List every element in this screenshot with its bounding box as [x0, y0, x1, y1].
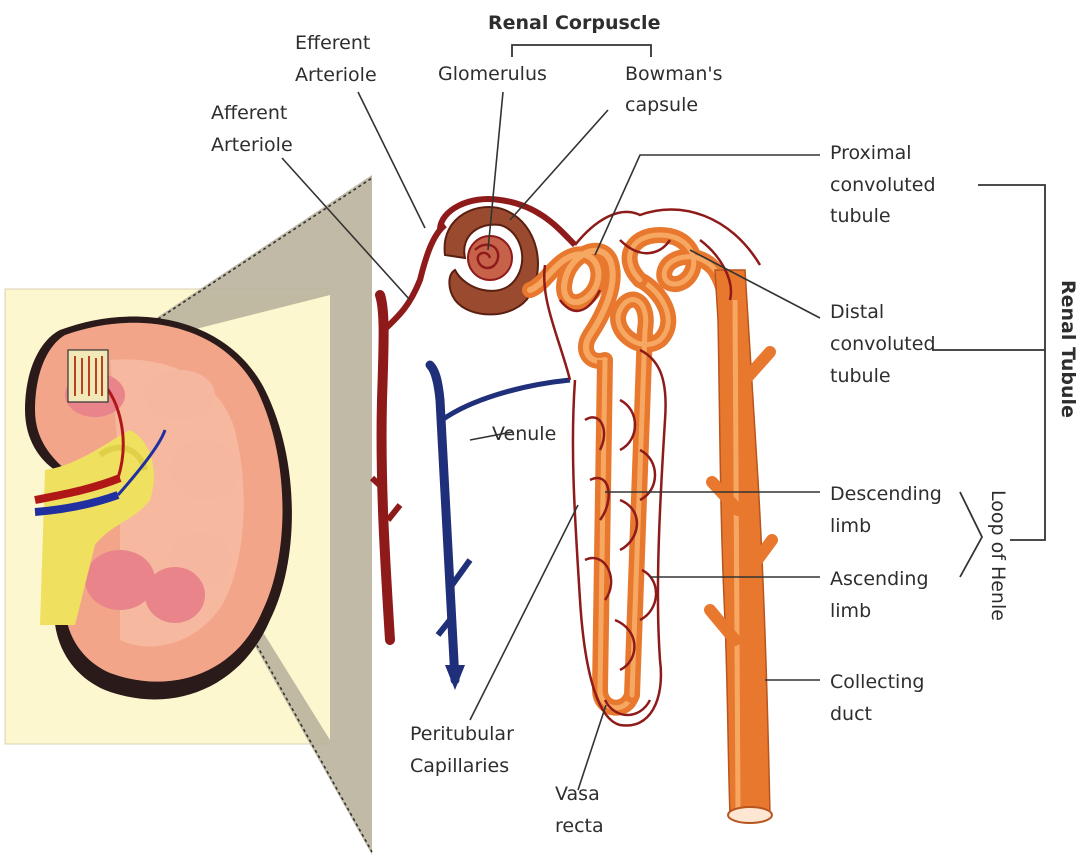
label-distal-3: tubule	[830, 365, 891, 387]
label-peritubular-1: Peritubular	[410, 723, 514, 745]
label-ascending-2: limb	[830, 600, 871, 622]
label-afferent-arteriole-1: Afferent	[211, 102, 287, 124]
label-renal-tubule: Renal Tubule	[1057, 280, 1079, 418]
label-efferent-arteriole-2: Arteriole	[295, 64, 377, 86]
label-descending-2: limb	[830, 515, 871, 537]
brackets	[512, 45, 1045, 577]
label-bowmans-capsule-1: Bowman's	[625, 63, 723, 85]
venule-vessel	[430, 365, 570, 690]
label-vasa-recta-1: Vasa	[555, 783, 600, 805]
renal-corpuscle-graphic	[440, 199, 575, 314]
label-glomerulus: Glomerulus	[438, 63, 547, 85]
label-peritubular-2: Capillaries	[410, 755, 509, 777]
label-proximal-2: convoluted	[830, 174, 936, 196]
renal-corpuscle-bracket	[512, 45, 651, 57]
tubule-system	[530, 235, 728, 708]
label-collecting-duct-1: Collecting	[830, 671, 924, 693]
label-ascending-1: Ascending	[830, 568, 929, 590]
label-descending-1: Descending	[830, 483, 942, 505]
label-renal-corpuscle: Renal Corpuscle	[488, 12, 660, 34]
label-efferent-arteriole-1: Efferent	[295, 32, 370, 54]
label-proximal-1: Proximal	[830, 142, 912, 164]
label-loop-of-henle: Loop of Henle	[987, 490, 1009, 621]
label-distal-2: convoluted	[830, 333, 936, 355]
label-bowmans-capsule-2: capsule	[625, 94, 698, 116]
label-distal-1: Distal	[830, 301, 884, 323]
renal-tubule-bracket	[978, 185, 1045, 540]
label-afferent-arteriole-2: Arteriole	[211, 134, 293, 156]
loop-of-henle-bracket	[960, 492, 982, 577]
kidney-cross-section	[25, 317, 292, 700]
label-venule: Venule	[492, 423, 556, 445]
label-vasa-recta-2: recta	[555, 815, 604, 837]
label-collecting-duct-2: duct	[830, 703, 872, 725]
label-proximal-3: tubule	[830, 205, 891, 227]
collecting-duct-graphic	[710, 270, 772, 823]
afferent-vessel	[372, 225, 445, 640]
